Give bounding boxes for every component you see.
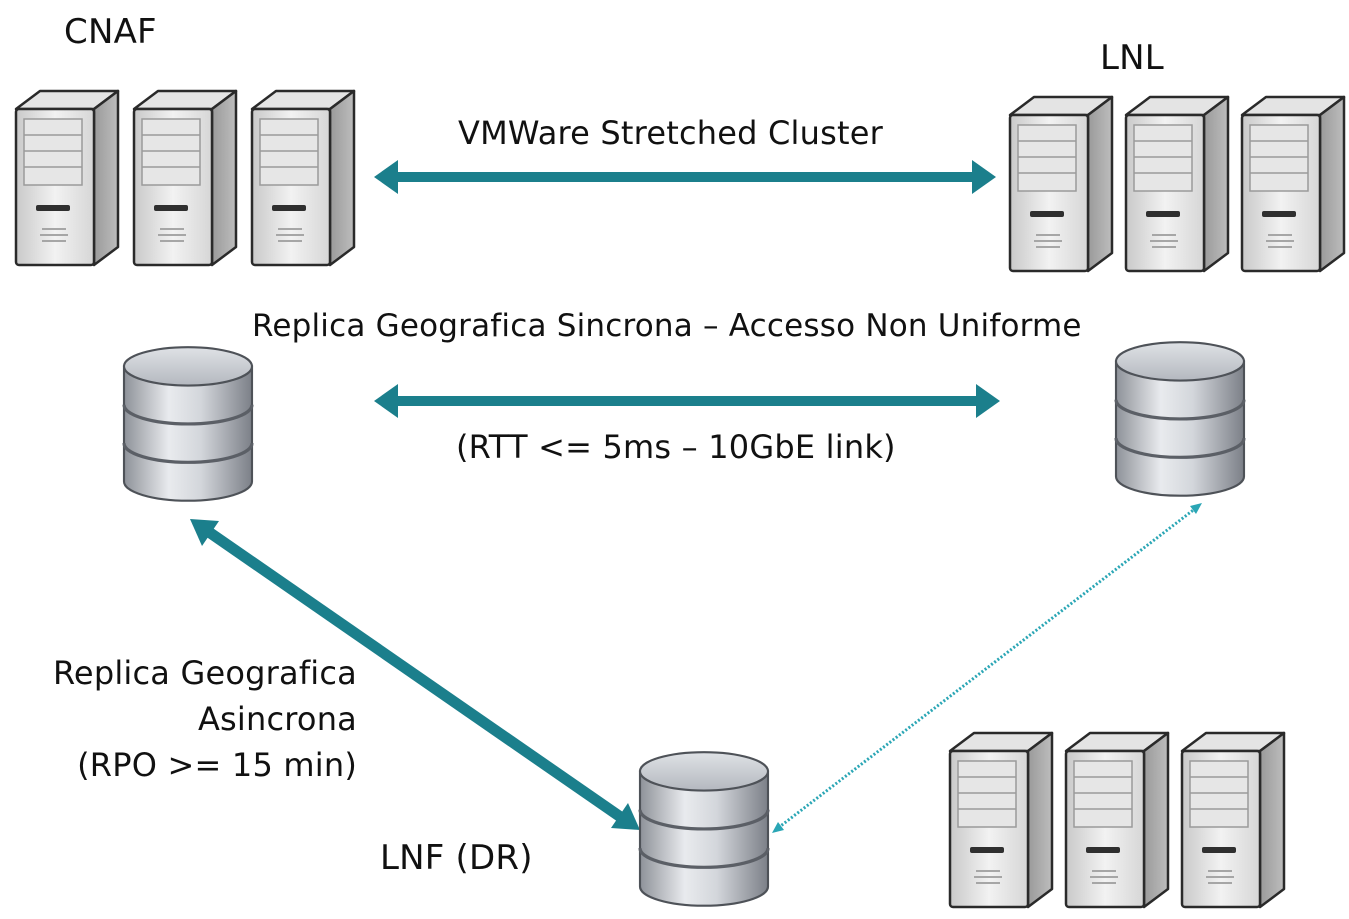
arrowhead-small-icon <box>1190 503 1202 514</box>
arrowhead-downright-icon <box>611 803 640 830</box>
sync-replica-label: Replica Geografica Sincrona – Accesso No… <box>252 308 1082 344</box>
server-tower-icon <box>948 731 1054 909</box>
arrowhead-small-icon <box>772 822 784 833</box>
database-cylinder-icon <box>638 750 770 908</box>
server-tower-icon <box>1064 731 1170 909</box>
server-tower-icon <box>1180 731 1286 909</box>
links <box>190 160 1202 833</box>
server-tower-icon <box>250 89 356 267</box>
async-replica-label-line1: Replica Geografica <box>52 654 357 692</box>
database-cylinder-icon <box>1114 340 1246 498</box>
lnl-servers <box>1008 95 1346 273</box>
arrowhead-left-icon <box>374 160 398 194</box>
arrowhead-upleft-icon <box>190 519 219 546</box>
arrowhead-left-icon <box>374 384 398 418</box>
sync-replica-detail: (RTT <= 5ms – 10GbE link) <box>456 428 896 466</box>
stretched-cluster-label: VMWare Stretched Cluster <box>458 114 883 152</box>
async-replica-label-line3: (RPO >= 15 min) <box>77 746 357 784</box>
async-replica-link <box>202 525 626 823</box>
server-tower-icon <box>1240 95 1346 273</box>
arrowhead-right-icon <box>972 160 996 194</box>
server-tower-icon <box>14 89 120 267</box>
lnf-servers <box>948 731 1286 909</box>
server-tower-icon <box>1124 95 1230 273</box>
arrowhead-right-icon <box>976 384 1000 418</box>
cnaf-servers <box>14 89 356 267</box>
async-replica-label-line2: Asincrona <box>197 700 357 738</box>
site-label-cnaf: CNAF <box>64 12 157 52</box>
server-tower-icon <box>1008 95 1114 273</box>
site-label-lnl: LNL <box>1100 38 1164 78</box>
site-label-lnf: LNF (DR) <box>380 838 533 878</box>
server-tower-icon <box>132 89 238 267</box>
database-cylinder-icon <box>122 345 254 503</box>
